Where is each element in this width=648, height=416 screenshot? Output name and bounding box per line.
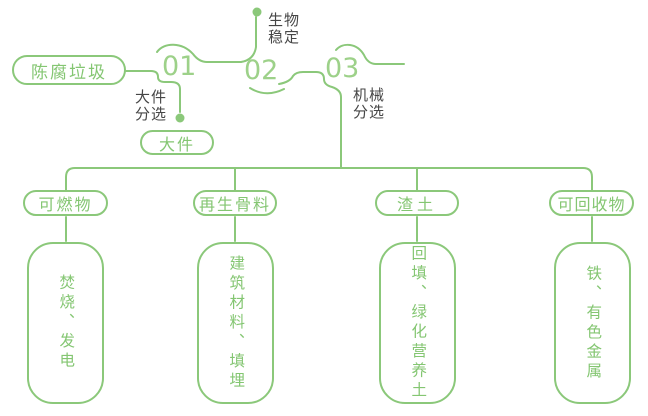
- bulky-node: 大件: [140, 130, 214, 155]
- branch-label: 可燃物: [38, 195, 93, 214]
- branch-node-recyclables: 可回收物: [549, 190, 634, 216]
- outcome-text: 焚烧、发电: [57, 274, 76, 372]
- step-number-03: 03: [325, 53, 360, 84]
- bio-dot: [252, 7, 262, 17]
- bulky-dot: [175, 113, 185, 123]
- outcome-text: 建筑材料、填埋: [227, 254, 246, 392]
- annotation-bulky-sorting: 大件 分选: [135, 88, 168, 123]
- line-step03-drop: [315, 71, 342, 168]
- outcome-box-recycled-aggregate: 建筑材料、填埋: [197, 242, 274, 404]
- step-number-02: 02: [244, 55, 279, 86]
- source-label: 陈腐垃圾: [31, 62, 107, 83]
- step-number-01: 01: [162, 51, 197, 82]
- arc-step01: [156, 43, 242, 63]
- distribution-rail: [65, 167, 593, 191]
- line-source-to-step01: [125, 70, 181, 113]
- branch-label: 可回收物: [557, 195, 626, 214]
- outcome-box-slag-soil: 回填、绿化营养土: [379, 242, 456, 404]
- outcome-box-recyclables: 铁、有色金属: [554, 242, 631, 404]
- source-node: 陈腐垃圾: [12, 55, 126, 85]
- bulky-label: 大件: [158, 134, 195, 154]
- branch-node-slag-soil: 渣土: [375, 190, 459, 216]
- outcome-box-combustibles: 焚烧、发电: [27, 242, 104, 404]
- annotation-bio-stabilization: 生物 稳定: [268, 11, 301, 46]
- line-step02-to-bio: [240, 16, 257, 63]
- line-step02-to-step03: [278, 71, 317, 85]
- arc-step03: [335, 43, 405, 65]
- branch-label: 再生骨料: [198, 195, 271, 214]
- arc-step02: [249, 87, 285, 95]
- branch-node-combustibles: 可燃物: [23, 190, 108, 216]
- branch-label: 渣土: [396, 195, 437, 214]
- annotation-mechanical-sorting: 机械 分选: [353, 86, 386, 121]
- outcome-text: 回填、绿化营养土: [409, 245, 428, 401]
- outcome-text: 铁、有色金属: [584, 264, 603, 382]
- branch-node-recycled-aggregate: 再生骨料: [193, 190, 277, 216]
